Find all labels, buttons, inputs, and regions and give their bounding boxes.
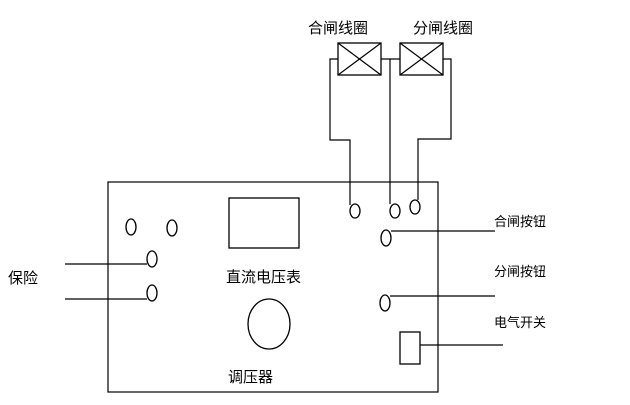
coil-terminal-3 — [409, 199, 421, 215]
terminal-left-2 — [166, 219, 178, 237]
coil-wiring — [329, 58, 452, 205]
opening-button-label: 分闸按钮 — [494, 265, 546, 280]
closing-button-label: 合闸按钮 — [494, 215, 546, 230]
coil-terminal-1 — [349, 203, 361, 219]
opening-coil-symbol — [399, 42, 444, 76]
power-switch-symbol — [399, 331, 421, 365]
dc-voltmeter-display — [228, 197, 300, 249]
fuse-terminal-1 — [146, 250, 158, 268]
fuse-label: 保险 — [8, 269, 38, 287]
fuse-terminal-2 — [146, 284, 158, 302]
closing-coil-label: 合闸线圈 — [308, 19, 368, 37]
closing-coil-symbol — [337, 42, 382, 76]
control-panel-box — [107, 181, 439, 393]
dc-voltmeter-label: 直流电压表 — [226, 268, 301, 286]
voltage-regulator-knob — [247, 298, 291, 350]
coil-terminal-2 — [389, 203, 401, 219]
opening-button-terminal — [379, 294, 391, 312]
closing-button-terminal — [380, 229, 392, 247]
voltage-regulator-label: 调压器 — [228, 368, 273, 386]
power-switch-label: 电气开关 — [494, 315, 546, 331]
opening-coil-label: 分闸线圈 — [413, 19, 473, 37]
terminal-left-1 — [125, 218, 137, 236]
